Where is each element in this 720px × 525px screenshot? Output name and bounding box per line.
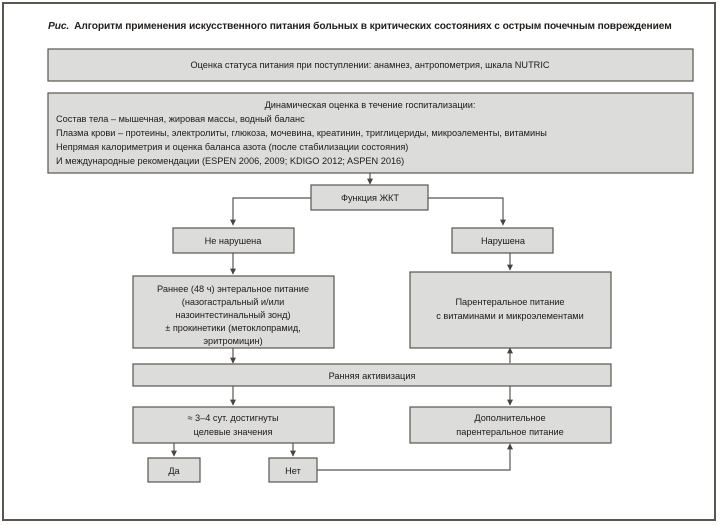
node-parenteral-line-0: Парентеральное питание bbox=[455, 297, 564, 307]
node-dynamic-assessment-line-2: Непрямая калориметрия и оценка баланса а… bbox=[56, 142, 408, 152]
node-targets-reached-line-0: ≈ 3–4 сут. достигнуты bbox=[187, 413, 278, 423]
figure-caption: Рис. Алгоритм применения искусственного п… bbox=[48, 21, 698, 32]
node-dynamic-assessment-line-0: Состав тела – мышечная, жировая массы, в… bbox=[56, 114, 305, 124]
node-targets-reached-line-1: целевые значения bbox=[194, 427, 273, 437]
node-yes-line-0: Да bbox=[168, 466, 180, 476]
connector-no-to-supplemental bbox=[317, 443, 513, 471]
connector-gi-to-intact bbox=[230, 197, 311, 226]
node-parenteral-line-1: с витаминами и микроэлементами bbox=[436, 311, 584, 321]
node-supplemental-parenteral-line-0: Дополнительное bbox=[474, 413, 545, 423]
connector-gi-to-impaired bbox=[428, 197, 506, 226]
node-gi-intact-line-0: Не нарушена bbox=[205, 236, 263, 246]
node-gi-function-line-0: Функция ЖКТ bbox=[341, 193, 399, 203]
node-early-mobilization[interactable]: Ранняя активизация bbox=[132, 363, 612, 387]
node-assessment-admission-line-0: Оценка статуса питания при поступлении: … bbox=[190, 60, 549, 70]
node-supplemental-parenteral-line-1: парентеральное питание bbox=[456, 427, 563, 437]
node-gi-intact[interactable]: Не нарушена bbox=[172, 227, 295, 254]
node-yes[interactable]: Да bbox=[147, 457, 201, 483]
figure-caption-text: Алгоритм применения искусственного питан… bbox=[74, 21, 672, 32]
node-dynamic-assessment[interactable]: Динамическая оценка в течение госпитализ… bbox=[47, 92, 694, 174]
node-early-mobilization-line-0: Ранняя активизация bbox=[329, 371, 416, 381]
node-gi-function[interactable]: Функция ЖКТ bbox=[310, 184, 429, 211]
node-early-enteral-line-2: назоинтестинальный зонд) bbox=[175, 310, 290, 320]
node-early-enteral-line-3: ± прокинетики (метоклопрамид, bbox=[165, 323, 301, 333]
node-supplemental-parenteral[interactable]: Дополнительное парентеральное питание bbox=[409, 406, 612, 444]
node-dynamic-assessment-line-3: И международные рекомендации (ESPEN 2006… bbox=[56, 156, 404, 166]
connector-group bbox=[171, 173, 513, 471]
node-early-enteral-line-0: Раннее (48 ч) энтеральное питание bbox=[157, 284, 309, 294]
node-targets-reached[interactable]: ≈ 3–4 сут. достигнуты целевые значения bbox=[132, 406, 335, 444]
node-early-enteral[interactable]: Раннее (48 ч) энтеральное питание (назог… bbox=[132, 275, 335, 349]
node-early-enteral-line-4: эритромицин) bbox=[203, 336, 262, 346]
node-dynamic-assessment-heading: Динамическая оценка в течение госпитализ… bbox=[265, 100, 476, 110]
node-parenteral[interactable]: Парентеральное питание с витаминами и ми… bbox=[409, 271, 612, 349]
node-gi-impaired-line-0: Нарушена bbox=[481, 236, 526, 246]
node-no[interactable]: Нет bbox=[268, 457, 318, 483]
node-no-line-0: Нет bbox=[285, 466, 301, 476]
node-dynamic-assessment-line-1: Плазма крови – протеины, электролиты, гл… bbox=[56, 128, 547, 138]
node-assessment-admission[interactable]: Оценка статуса питания при поступлении: … bbox=[47, 48, 694, 82]
figure-caption-label: Рис. bbox=[48, 21, 70, 32]
node-gi-impaired[interactable]: Нарушена bbox=[451, 227, 554, 254]
node-early-enteral-line-1: (назогастральный и/или bbox=[182, 297, 284, 307]
